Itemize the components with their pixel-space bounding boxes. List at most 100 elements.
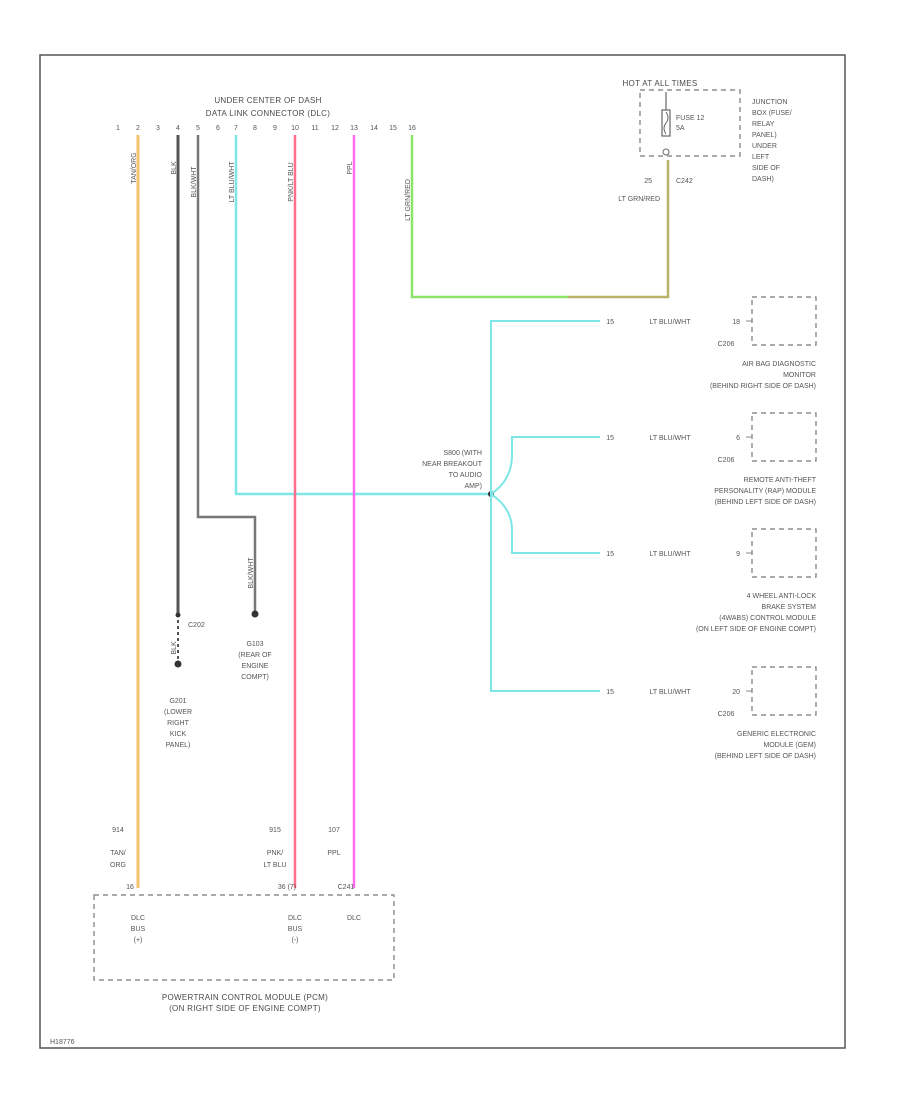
module-pin-a: 15 [606, 435, 614, 442]
module-connector-id: C206 [718, 341, 735, 348]
junction-box-location-line: UNDER [752, 143, 777, 150]
pcm-outline [93, 894, 395, 981]
pcm-pin-number: 36 (7) [278, 884, 296, 891]
ground-g103-line: ENGINE [242, 663, 269, 670]
module-outline [751, 666, 817, 716]
module-wire-color: LT BLU/WHT [650, 435, 692, 442]
wire-label-blk-ground: BLK [171, 641, 178, 655]
pcm-wire-color-line2: ORG [110, 862, 126, 869]
pcm-function-line3: (+) [134, 937, 143, 944]
pcm-function-line1: DLC [347, 915, 361, 922]
pcm-wire-color-line2: LT BLU [263, 862, 286, 869]
module-pin-b: 9 [736, 551, 740, 558]
diagram-frame [39, 54, 846, 1049]
pcm-wire-color-line1: TAN/ [110, 850, 125, 857]
diagram-code: H18776 [50, 1039, 75, 1046]
ground-g201-line: KICK [170, 731, 187, 738]
junction-box-location-line: JUNCTION [752, 99, 787, 106]
dlc-pin-label: 11 [311, 125, 318, 132]
ground-g201-line: (LOWER [164, 709, 192, 716]
module-name-line: BRAKE SYSTEM [762, 604, 817, 611]
dlc-pin-label: 9 [273, 125, 277, 132]
module-name-line: PERSONALITY (RAP) MODULE [714, 488, 816, 495]
dlc-pin-label: 15 [389, 125, 397, 132]
module-pin-a: 15 [606, 319, 614, 326]
module-pin-a: 15 [606, 551, 614, 558]
branch-4wabs [490, 493, 600, 554]
module-pin-b: 6 [736, 435, 740, 442]
module-wire-color: LT BLU/WHT [650, 689, 692, 696]
module-name-line: REMOTE ANTI-THEFT [744, 477, 817, 484]
pcm-function-line2: BUS [288, 926, 303, 933]
dlc-pin-label: 5 [196, 125, 200, 132]
fuse-number: FUSE 12 [676, 115, 705, 122]
c202-connector-dot [175, 612, 181, 618]
dlc-pin-label: 10 [291, 125, 299, 132]
module-outline [751, 296, 817, 346]
pcm-circuit-number: 914 [112, 827, 124, 834]
branch-air-bag [490, 320, 600, 494]
fuse-terminal [662, 148, 670, 156]
wire-label-blk: BLK [171, 161, 178, 175]
module-wire-color: LT BLU/WHT [650, 319, 692, 326]
wire-lt-grn-red-olive [568, 160, 670, 299]
dlc-pin-label: 12 [331, 125, 339, 132]
pcm-circuit-number: 107 [328, 827, 340, 834]
c202-connector-label: C202 [188, 622, 205, 629]
dlc-pin-label: 13 [350, 125, 358, 132]
module-pin-a: 15 [606, 689, 614, 696]
module-name-line: GENERIC ELECTRONIC [737, 731, 816, 738]
module-name-line: (BEHIND LEFT SIDE OF DASH) [715, 499, 816, 506]
splice-label-line: NEAR BREAKOUT [422, 461, 483, 468]
dlc-subtitle: DATA LINK CONNECTOR (DLC) [206, 109, 330, 118]
wire-label-g103: BLK/WHT [248, 557, 255, 589]
junction-box-location-line: SIDE OF [752, 165, 780, 172]
module-outline [751, 412, 817, 462]
pcm-wire-color-line1: PPL [327, 850, 340, 857]
junction-box-outline [639, 89, 741, 157]
module-outline [751, 528, 817, 578]
splice-label-line: S800 (WITH [443, 450, 482, 457]
wire-label-blk-wht: BLK/WHT [191, 166, 198, 198]
module-connector-id: C206 [718, 457, 735, 464]
pcm-wire-color-line1: PNK/ [267, 850, 283, 857]
pcm-name-line: (ON RIGHT SIDE OF ENGINE COMPT) [169, 1004, 321, 1013]
wire-label-tan-org: TAN/ORG [131, 152, 138, 183]
dlc-pin-label: 6 [216, 125, 220, 132]
dlc-title: UNDER CENTER OF DASH [214, 96, 321, 105]
branch-rap [490, 436, 600, 495]
module-name-line: MODULE (GEM) [764, 742, 817, 749]
pcm-name: POWERTRAIN CONTROL MODULE (PCM)(ON RIGHT… [162, 993, 328, 1013]
dlc-pin-label: 1 [116, 125, 120, 132]
junction-box-location-line: BOX (FUSE/ [752, 110, 792, 117]
junction-box-location-line: PANEL) [752, 132, 777, 139]
fuse-hot-label: HOT AT ALL TIMES [622, 79, 697, 88]
branch-gem [490, 494, 600, 692]
pcm-pin-number: 16 [126, 884, 134, 891]
module-name-line: (ON LEFT SIDE OF ENGINE COMPT) [696, 626, 816, 633]
ground-g103-line: COMPT) [241, 674, 269, 681]
dlc-pin-label: 3 [156, 125, 160, 132]
module-name-line: MONITOR [783, 372, 816, 379]
pcm-pin-number: C241 [338, 884, 355, 891]
pcm-function-line2: BUS [131, 926, 146, 933]
junction-box-location-line: LEFT [752, 154, 770, 161]
wire-blk-wht [196, 135, 257, 612]
module-name-line: AIR BAG DIAGNOSTIC [742, 361, 816, 368]
fuse-element [663, 111, 669, 135]
ground-g201-line: RIGHT [167, 720, 190, 727]
module-name-line: (BEHIND RIGHT SIDE OF DASH) [710, 383, 816, 390]
dlc-pin-label: 14 [370, 125, 378, 132]
module-pin-b: 18 [732, 319, 740, 326]
pcm-function-line1: DLC [288, 915, 302, 922]
wire-label-lt-blu-wht: LT BLU/WHT [229, 161, 236, 203]
ground-g201-icon [174, 660, 182, 668]
wire-lt-grn-red [410, 135, 568, 299]
